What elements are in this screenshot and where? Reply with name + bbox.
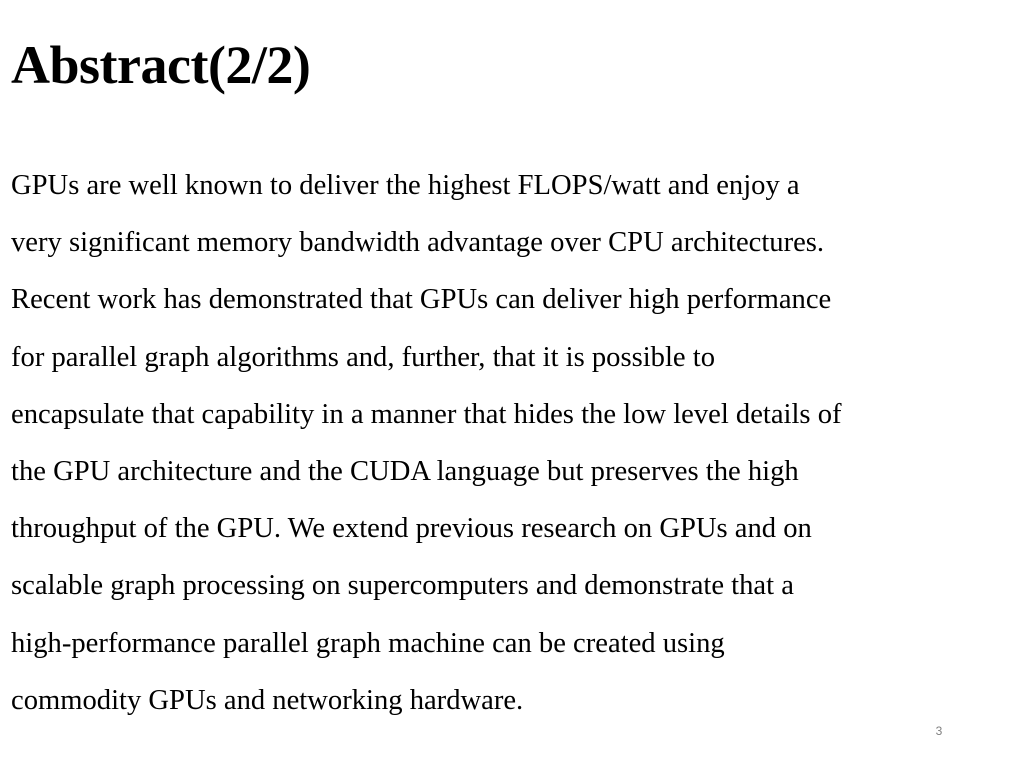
paragraph-line: commodity GPUs and networking hardware. xyxy=(11,684,524,716)
paragraph-line: for parallel graph algorithms and, furth… xyxy=(11,341,715,373)
page-number: 3 xyxy=(935,724,943,738)
paragraph-line: Recent work has demonstrated that GPUs c… xyxy=(11,284,832,316)
paragraph-line: very significant memory bandwidth advant… xyxy=(11,227,825,259)
paragraph-line: the GPU architecture and the CUDA langua… xyxy=(11,456,799,488)
paragraph-line: GPUs are well known to deliver the highe… xyxy=(11,170,800,201)
paragraph-line: throughput of the GPU. We extend previou… xyxy=(11,513,812,545)
slide-title: Abstract(2/2) xyxy=(11,35,311,95)
paragraph-line: high-performance parallel graph machine … xyxy=(11,627,725,659)
paragraph-line: encapsulate that capability in a manner … xyxy=(11,398,842,430)
abstract-paragraph: GPUs are well known to deliver the highe… xyxy=(11,157,1016,729)
paragraph-line: scalable graph processing on supercomput… xyxy=(11,570,794,602)
